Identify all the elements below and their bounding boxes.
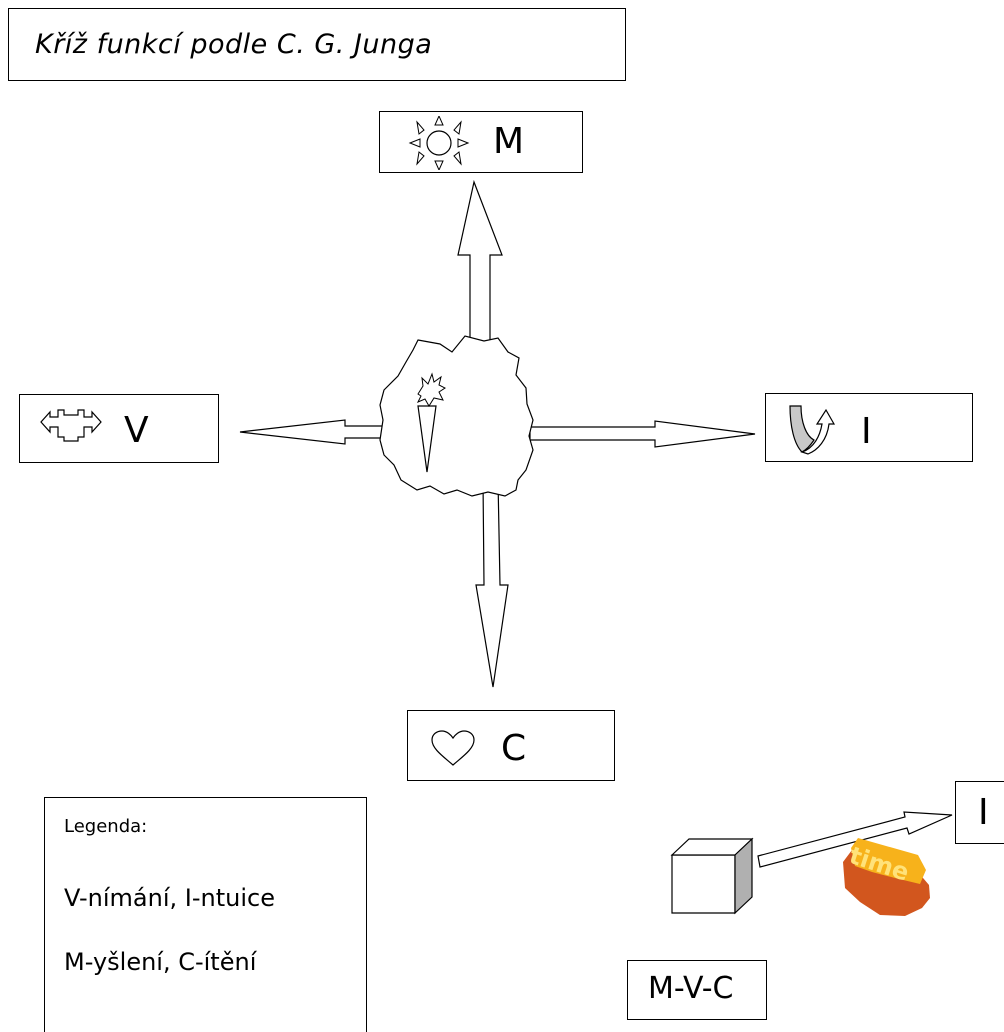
node-m-label: M [493,124,524,160]
four-way-arrow-icon [40,407,102,447]
center-rock-shape [380,336,533,496]
node-v-box: V [19,394,219,463]
cube-icon [672,839,752,913]
arrow-right [530,421,755,447]
curved-up-arrow-icon [784,402,844,456]
inset-group-box: M-V-C [627,960,767,1020]
inset-target-box: I [955,781,1004,844]
node-c-box: C [407,710,615,781]
arrow-left [240,420,392,444]
inset-target-label: I [978,795,989,831]
arrow-down [476,480,508,687]
node-i-box: I [765,393,973,462]
inset-group-label: M-V-C [648,974,734,1004]
node-c-label: C [501,731,526,767]
legend-box: Legenda: V-nímání, I-ntuice M-yšlení, C-… [44,797,367,1032]
legend-line-2: M-yšlení, C-ítění [64,948,256,976]
heart-icon [430,729,476,767]
node-i-label: I [861,414,872,450]
arrow-up [458,182,502,355]
node-m-box: M [379,111,583,173]
legend-heading: Legenda: [64,816,147,837]
node-v-label: V [124,413,149,449]
legend-line-1: V-nímání, I-ntuice [64,884,275,912]
wordart-time: time [843,838,930,916]
sun-icon [404,116,474,170]
